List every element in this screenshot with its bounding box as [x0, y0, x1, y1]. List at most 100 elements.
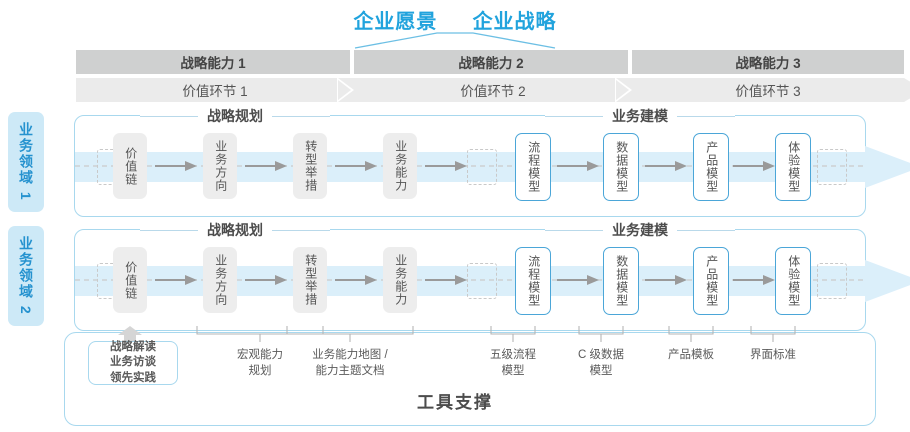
tool-label-1: 宏观能力 规划	[200, 348, 320, 379]
chevron-notch-icon-2	[615, 78, 632, 102]
tool-label-3: 五级流程 模型	[473, 348, 553, 379]
node-planning-2-r2[interactable]: 业务方向	[203, 247, 237, 313]
node-modeling-2-r2[interactable]: 数据模型	[603, 247, 639, 315]
tool-label-line-1: C 级数据	[578, 349, 624, 361]
title-connector-line	[354, 32, 556, 50]
value-chain-segment-3[interactable]: 价值环节 3	[632, 78, 904, 102]
arrow-icon-r2-f	[645, 275, 687, 285]
tool-label-line-1: 五级流程	[490, 349, 536, 361]
node-label: 业务方向	[213, 254, 228, 306]
arrow-icon-r1-d	[425, 161, 467, 171]
node-modeling-4-r2[interactable]: 体验模型	[775, 247, 811, 315]
value-chain-segment-1[interactable]: 价值环节 1	[76, 78, 354, 102]
node-modeling-3-r2[interactable]: 产品模型	[693, 247, 729, 315]
node-label: 流程模型	[526, 255, 541, 307]
section-label: 业务建模	[612, 222, 668, 238]
tool-label-line-1: 产品模板	[668, 349, 714, 361]
tool-label-line-1: 宏观能力	[237, 349, 283, 361]
node-label: 转型举措	[303, 254, 318, 306]
tool-label-line-2: 模型	[501, 364, 525, 377]
node-label: 数据模型	[614, 141, 629, 193]
bracket-connector-2	[286, 326, 414, 342]
section-title-planning-r1: 战略规划	[140, 106, 330, 126]
placeholder-box-r2-mid	[467, 263, 497, 299]
tool-chip-line-1: 战略解读	[110, 340, 156, 353]
tool-support-container	[64, 332, 876, 426]
title-enterprise-vision: 企业愿景	[353, 11, 438, 33]
node-label: 体验模型	[786, 141, 801, 193]
tool-chip-line-3: 领先实践	[110, 371, 156, 384]
tool-label-line-1: 业务能力地图 /	[312, 349, 388, 361]
section-rule-left	[140, 115, 198, 117]
node-modeling-1-r2[interactable]: 流程模型	[515, 247, 551, 315]
node-label: 转型举措	[303, 140, 318, 192]
value-chain-label-3: 价值环节 3	[735, 84, 801, 99]
arrow-icon-r2-c	[335, 275, 377, 285]
arrow-icon-r2-e	[557, 275, 599, 285]
tool-chip-strategy-interpretation[interactable]: 战略解读 业务访谈 领先实践	[88, 341, 178, 385]
bracket-connector-1	[196, 326, 324, 342]
value-chain-label-1: 价值环节 1	[182, 84, 248, 99]
arrow-icon-r1-b	[245, 161, 287, 171]
node-label: 体验模型	[786, 255, 801, 307]
strategic-capability-bar: 战略能力 1 战略能力 2 战略能力 3	[76, 50, 904, 74]
capability-segment-3[interactable]: 战略能力 3	[632, 50, 904, 74]
capability-label-3: 战略能力 3	[735, 56, 801, 71]
section-title-modeling-r1: 业务建模	[545, 106, 735, 126]
node-label: 产品模型	[704, 255, 719, 307]
node-label: 业务能力	[393, 140, 408, 192]
placeholder-box-r2-end	[817, 263, 847, 299]
tool-support-title: 工具支撑	[417, 393, 493, 412]
tool-chip-line-2: 业务访谈	[110, 356, 156, 369]
arrow-icon-r1-c	[335, 161, 377, 171]
capability-segment-1[interactable]: 战略能力 1	[76, 50, 350, 74]
node-planning-3-r2[interactable]: 转型举措	[293, 247, 327, 313]
value-chain-bar: 价值环节 1 价值环节 2 价值环节 3	[76, 78, 910, 102]
domain-row-1: 价值链 业务方向 转型举措 业务能力 流程模型 数据模型 产品模型 体验模型	[74, 115, 910, 217]
arrow-icon-r2-b	[245, 275, 287, 285]
section-rule-right	[272, 115, 330, 117]
value-chain-segment-2[interactable]: 价值环节 2	[354, 78, 632, 102]
node-modeling-4-r1[interactable]: 体验模型	[775, 133, 811, 201]
node-label: 业务方向	[213, 140, 228, 192]
node-label: 数据模型	[614, 255, 629, 307]
domain-label-2: 业务领域 2	[18, 236, 34, 316]
node-modeling-1-r1[interactable]: 流程模型	[515, 133, 551, 201]
chevron-notch-icon-1	[337, 78, 354, 102]
bracket-connector-5	[668, 326, 714, 342]
node-planning-1-r2[interactable]: 价值链	[113, 247, 147, 313]
tool-label-line-2: 模型	[589, 364, 613, 377]
node-label: 价值链	[123, 146, 138, 186]
capability-segment-2[interactable]: 战略能力 2	[354, 50, 628, 74]
tool-label-5: 产品模板	[651, 348, 731, 364]
sidebar-item-domain-2[interactable]: 业务领域 2	[8, 226, 44, 326]
section-title-planning-r2: 战略规划	[140, 220, 330, 240]
node-planning-3-r1[interactable]: 转型举措	[293, 133, 327, 199]
tool-label-line-2: 规划	[248, 364, 272, 377]
node-planning-2-r1[interactable]: 业务方向	[203, 133, 237, 199]
node-planning-1-r1[interactable]: 价值链	[113, 133, 147, 199]
sidebar-item-domain-1[interactable]: 业务领域 1	[8, 112, 44, 212]
node-label: 产品模型	[704, 141, 719, 193]
tool-label-line-2: 能力主题文档	[315, 364, 385, 377]
capability-label-2: 战略能力 2	[458, 56, 524, 71]
title-enterprise-strategy: 企业战略	[472, 11, 557, 33]
placeholder-box-r1-mid	[467, 149, 497, 185]
node-label: 流程模型	[526, 141, 541, 193]
node-modeling-2-r1[interactable]: 数据模型	[603, 133, 639, 201]
node-planning-4-r2[interactable]: 业务能力	[383, 247, 417, 313]
section-label: 业务建模	[612, 108, 668, 124]
section-title-modeling-r2: 业务建模	[545, 220, 735, 240]
node-modeling-3-r1[interactable]: 产品模型	[693, 133, 729, 201]
bracket-connector-4	[578, 326, 624, 342]
tool-label-line-1: 界面标准	[750, 349, 796, 361]
section-label: 战略规划	[207, 222, 263, 238]
arrow-icon-r1-a	[155, 161, 197, 171]
value-chain-label-2: 价值环节 2	[460, 84, 526, 99]
capability-label-1: 战略能力 1	[180, 56, 246, 71]
tool-label-2: 业务能力地图 / 能力主题文档	[290, 348, 410, 379]
arrow-icon-r2-d	[425, 275, 467, 285]
tool-label-6: 界面标准	[733, 348, 813, 364]
node-planning-4-r1[interactable]: 业务能力	[383, 133, 417, 199]
